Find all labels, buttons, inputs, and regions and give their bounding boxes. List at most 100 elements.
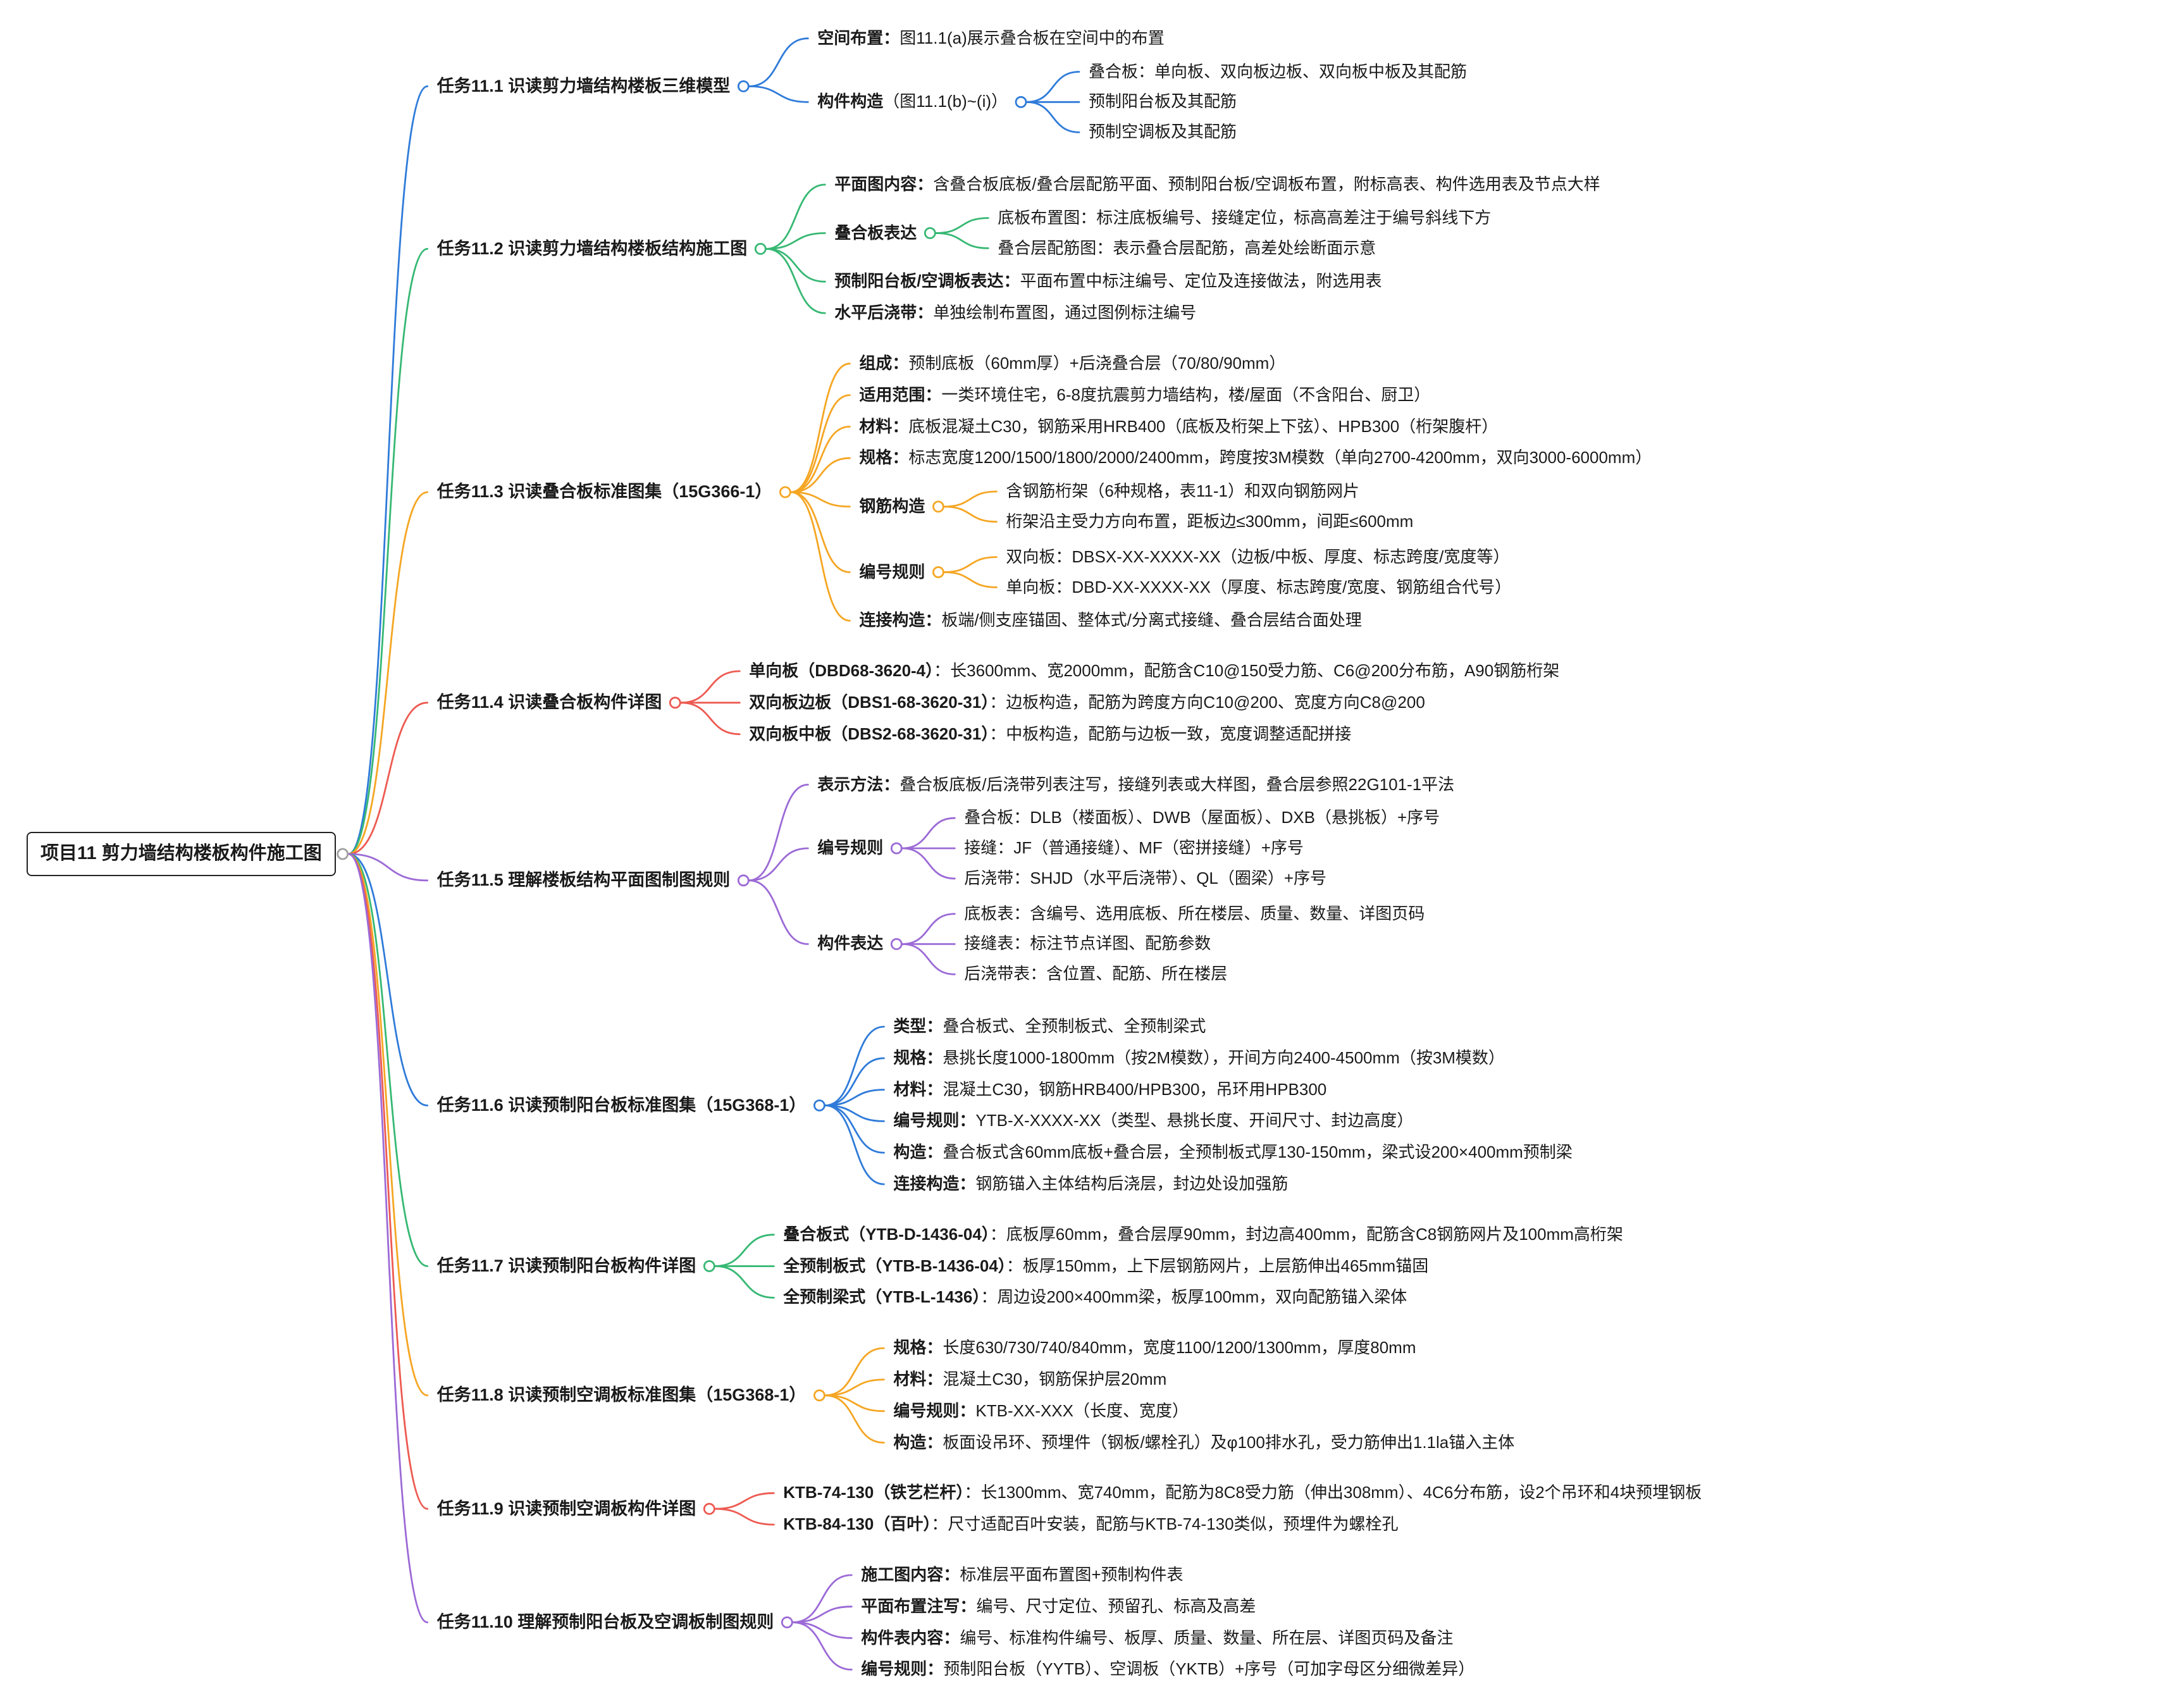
- node-text: 混凝土C30，钢筋保护层20mm: [943, 1370, 1167, 1389]
- node-text: 后浇带表：含位置、配筋、所在楼层: [964, 964, 1228, 984]
- task-node[interactable]: 任务11.10 理解预制阳台板及空调板制图规则: [431, 1609, 781, 1636]
- mindmap-row: 预制空调板及其配筋: [1082, 119, 1473, 145]
- leaf-node[interactable]: 底板表：含编号、选用底板、所在楼层、质量、数量、详图页码: [958, 901, 1431, 927]
- leaf-node[interactable]: 规格：长度630/730/740/840mm，宽度1100/1200/1300m…: [887, 1335, 1422, 1361]
- leaf-node[interactable]: 连接构造：板端/侧支座锚固、整体式/分离式接缝、叠合层结合面处理: [853, 607, 1368, 634]
- topic-node[interactable]: 编号规则: [811, 835, 889, 862]
- mindmap-row: 全预制板式（YTB-B-1436-04）：板厚150mm，上下层钢筋网片，上层筋…: [777, 1253, 1629, 1280]
- node-title: KTB-84-130（百叶）: [783, 1514, 932, 1534]
- leaf-node[interactable]: 叠合板：单向板、双向板边板、双向板中板及其配筋: [1082, 59, 1473, 85]
- node-text: ：板厚150mm，上下层钢筋网片，上层筋伸出465mm锚固: [1006, 1256, 1429, 1275]
- node-text: ：长3600mm、宽2000mm，配筋含C10@150受力筋、C6@200分布筋…: [934, 661, 1560, 681]
- task-node[interactable]: 任务11.6 识读预制阳台板标准图集（15G368-1）: [431, 1092, 813, 1119]
- task-node[interactable]: 任务11.1 识读剪力墙结构楼板三维模型: [431, 73, 737, 100]
- leaf-node[interactable]: 施工图内容：标准层平面布置图+预制构件表: [855, 1562, 1189, 1588]
- node-text: ：周边设200×400mm梁，板厚100mm，双向配筋锚入梁体: [980, 1287, 1407, 1307]
- leaf-node[interactable]: 类型：叠合板式、全预制板式、全预制梁式: [887, 1013, 1212, 1040]
- leaf-node[interactable]: 材料：底板混凝土C30，钢筋采用HRB400（底板及桁架上下弦）、HPB300（…: [853, 414, 1504, 440]
- node-text: 接缝：JF（普通接缝）、MF（密拼接缝）+序号: [964, 838, 1304, 858]
- leaf-node[interactable]: 构件表内容：编号、标准构件编号、板厚、质量、数量、所在层、详图页码及备注: [855, 1625, 1459, 1652]
- task-node[interactable]: 任务11.5 理解楼板结构平面图制图规则: [431, 867, 737, 894]
- leaf-node[interactable]: 表示方法：叠合板底板/后浇带列表注写，接缝列表或大样图，叠合层参照22G101-…: [811, 772, 1461, 798]
- leaf-node[interactable]: KTB-84-130（百叶）：尺寸适配百叶安装，配筋与KTB-74-130类似，…: [777, 1511, 1404, 1538]
- leaf-node[interactable]: 双向板中板（DBS2-68-3620-31）：中板构造，配筋与边板一致，宽度调整…: [743, 721, 1357, 748]
- node-text: ：边板构造，配筋为跨度方向C10@200、宽度方向C8@200: [989, 692, 1425, 712]
- leaf-node[interactable]: 规格：悬挑长度1000-1800mm（按2M模数），开间方向2400-4500m…: [887, 1045, 1511, 1072]
- task-node[interactable]: 任务11.2 识读剪力墙结构楼板结构施工图: [431, 235, 754, 263]
- leaf-node[interactable]: 单向板（DBD68-3620-4）：长3600mm、宽2000mm，配筋含C10…: [743, 658, 1566, 684]
- mindmap-row: 底板布置图：标注底板编号、接缝定位，标高高差注于编号斜线下方: [991, 205, 1497, 232]
- leaf-node[interactable]: 材料：混凝土C30，钢筋保护层20mm: [887, 1366, 1173, 1393]
- mindmap-row: 表示方法：叠合板底板/后浇带列表注写，接缝列表或大样图，叠合层参照22G101-…: [811, 772, 1461, 798]
- node-title: 预制阳台板/空调板表达：: [834, 271, 1020, 291]
- task-node[interactable]: 任务11.3 识读叠合板标准图集（15G366-1）: [431, 478, 779, 505]
- root-node[interactable]: 项目11 剪力墙结构楼板构件施工图: [27, 832, 336, 876]
- leaf-node[interactable]: 预制阳台板/空调板表达：平面布置中标注编号、定位及连接做法，附选用表: [828, 268, 1388, 295]
- mindmap-children-group: 叠合板式（YTB-D-1436-04）：底板厚60mm，叠合层厚90mm，封边高…: [777, 1219, 1629, 1313]
- leaf-node[interactable]: 编号规则：预制阳台板（YYTB）、空调板（YKTB）+序号（可加字母区分细微差异…: [855, 1656, 1481, 1683]
- leaf-node[interactable]: 平面图内容：含叠合板底板/叠合层配筋平面、预制阳台板/空调板布置，附标高表、构件…: [828, 171, 1606, 198]
- leaf-node[interactable]: 叠合板：DLB（楼面板）、DWB（屋面板）、DXB（悬挑板）+序号: [958, 805, 1446, 831]
- node-title: 材料：: [893, 1079, 943, 1099]
- node-title: 任务11.10 理解预制阳台板及空调板制图规则: [436, 1612, 774, 1632]
- leaf-node[interactable]: 适用范围：一类环境住宅，6-8度抗震剪力墙结构，楼/屋面（不含阳台、厨卫）: [853, 382, 1437, 409]
- leaf-node[interactable]: 预制空调板及其配筋: [1082, 119, 1243, 145]
- task-node[interactable]: 任务11.7 识读预制阳台板构件详图: [431, 1253, 703, 1280]
- node-text: 后浇带：SHJD（水平后浇带）、QL（圈梁）+序号: [964, 868, 1327, 888]
- task-node[interactable]: 任务11.4 识读叠合板构件详图: [431, 689, 669, 716]
- leaf-node[interactable]: KTB-74-130（铁艺栏杆）：长1300mm、宽740mm，配筋为8C8受力…: [777, 1480, 1708, 1506]
- leaf-node[interactable]: 单向板：DBD-XX-XXXX-XX（厚度、标志跨度/宽度、钢筋组合代号）: [999, 574, 1518, 601]
- leaf-node[interactable]: 水平后浇带：单独绘制布置图，通过图例标注编号: [828, 300, 1202, 326]
- leaf-node[interactable]: 含钢筋桁架（6种规格，表11-1）和双向钢筋网片: [999, 478, 1366, 505]
- topic-node[interactable]: 叠合板表达: [828, 220, 923, 247]
- leaf-node[interactable]: 编号规则：YTB-X-XXXX-XX（类型、悬挑长度、开间尺寸、封边高度）: [887, 1108, 1419, 1134]
- topic-node[interactable]: 构件表达: [811, 931, 889, 957]
- leaf-node[interactable]: 全预制板式（YTB-B-1436-04）：板厚150mm，上下层钢筋网片，上层筋…: [777, 1253, 1435, 1280]
- mindmap-row: 构件表达 底板表：含编号、选用底板、所在楼层、质量、数量、详图页码接缝表：标注节点…: [811, 899, 1461, 989]
- leaf-node[interactable]: 构造：板面设吊环、预埋件（钢板/螺栓孔）及φ100排水孔，受力筋伸出1.1la锚…: [887, 1430, 1521, 1456]
- leaf-node[interactable]: 接缝表：标注节点详图、配筋参数: [958, 931, 1217, 957]
- topic-node[interactable]: 编号规则: [853, 559, 931, 586]
- node-text: 底板混凝土C30，钢筋采用HRB400（底板及桁架上下弦）、HPB300（桁架腹…: [908, 416, 1499, 436]
- topic-node[interactable]: 钢筋构造: [853, 493, 931, 520]
- mindmap-row: 材料：底板混凝土C30，钢筋采用HRB400（底板及桁架上下弦）、HPB300（…: [853, 414, 1658, 440]
- mindmap-row: 项目11 剪力墙结构楼板构件施工图 任务11.1 识读剪力墙结构楼板三维模型 空间布…: [27, 13, 1708, 1695]
- leaf-node[interactable]: 全预制梁式（YTB-L-1436）：周边设200×400mm梁，板厚100mm，…: [777, 1284, 1413, 1311]
- mindmap-row: 组成：预制底板（60mm厚）+后浇叠合层（70/80/90mm）: [853, 350, 1658, 377]
- leaf-node[interactable]: 底板布置图：标注底板编号、接缝定位，标高高差注于编号斜线下方: [991, 205, 1497, 232]
- task-node[interactable]: 任务11.8 识读预制空调板标准图集（15G368-1）: [431, 1382, 813, 1409]
- leaf-node[interactable]: 构造：叠合板式含60mm底板+叠合层，全预制板式厚130-150mm，梁式设20…: [887, 1139, 1578, 1166]
- leaf-node[interactable]: 双向板：DBSX-XX-XXXX-XX（边板/中板、厚度、标志跨度/宽度等）: [999, 544, 1516, 571]
- leaf-node[interactable]: 叠合板式（YTB-D-1436-04）：底板厚60mm，叠合层厚90mm，封边高…: [777, 1222, 1629, 1248]
- node-text: 预制阳台板及其配筋: [1089, 92, 1237, 111]
- leaf-node[interactable]: 材料：混凝土C30，钢筋HRB400/HPB300，吊环用HPB300: [887, 1077, 1333, 1103]
- mindmap-row: 类型：叠合板式、全预制板式、全预制梁式: [887, 1013, 1578, 1040]
- topic-node[interactable]: 构件构造（图11.1(b)~(i)）: [811, 89, 1014, 115]
- mindmap-row: 编号规则：KTB-XX-XXX（长度、宽度）: [887, 1398, 1521, 1425]
- leaf-node[interactable]: 规格：标志宽度1200/1500/1800/2000/2400mm，跨度按3M模…: [853, 445, 1658, 471]
- leaf-node[interactable]: 后浇带：SHJD（水平后浇带）、QL（圈梁）+序号: [958, 865, 1333, 892]
- node-title: 任务11.6 识读预制阳台板标准图集（15G368-1）: [436, 1095, 807, 1115]
- leaf-node[interactable]: 后浇带表：含位置、配筋、所在楼层: [958, 961, 1233, 987]
- leaf-node[interactable]: 预制阳台板及其配筋: [1082, 89, 1243, 115]
- node-title: 编号规则：: [893, 1401, 976, 1420]
- mindmap-row: 接缝表：标注节点详图、配筋参数: [958, 931, 1431, 957]
- mindmap-row: 施工图内容：标准层平面布置图+预制构件表: [855, 1562, 1481, 1588]
- leaf-node[interactable]: 平面布置注写：编号、尺寸定位、预留孔、标高及高差: [855, 1594, 1262, 1620]
- mindmap-row: 连接构造：钢筋锚入主体结构后浇层，封边处设加强筋: [887, 1171, 1578, 1197]
- leaf-node[interactable]: 叠合层配筋图：表示叠合层配筋，高差处绘断面示意: [991, 235, 1382, 262]
- node-title: 构造：: [893, 1142, 943, 1162]
- leaf-node[interactable]: 双向板边板（DBS1-68-3620-31）：边板构造，配筋为跨度方向C10@2…: [743, 690, 1431, 716]
- task-node[interactable]: 任务11.9 识读预制空调板构件详图: [431, 1495, 703, 1523]
- leaf-node[interactable]: 组成：预制底板（60mm厚）+后浇叠合层（70/80/90mm）: [853, 350, 1292, 377]
- mindmap-row: 构件表内容：编号、标准构件编号、板厚、质量、数量、所在层、详图页码及备注: [855, 1625, 1481, 1652]
- leaf-node[interactable]: 空间布置：图11.1(a)展示叠合板在空间中的布置: [811, 25, 1170, 52]
- mindmap-row: 连接构造：板端/侧支座锚固、整体式/分离式接缝、叠合层结合面处理: [853, 607, 1658, 634]
- node-text: 桁架沿主受力方向布置，距板边≤300mm，间距≤600mm: [1006, 511, 1414, 531]
- leaf-node[interactable]: 接缝：JF（普通接缝）、MF（密拼接缝）+序号: [958, 835, 1310, 862]
- leaf-node[interactable]: 编号规则：KTB-XX-XXX（长度、宽度）: [887, 1398, 1195, 1425]
- leaf-node[interactable]: 桁架沿主受力方向布置，距板边≤300mm，间距≤600mm: [999, 509, 1419, 535]
- leaf-node[interactable]: 连接构造：钢筋锚入主体结构后浇层，封边处设加强筋: [887, 1171, 1294, 1197]
- node-text: 标志宽度1200/1500/1800/2000/2400mm，跨度按3M模数（单…: [908, 448, 1652, 467]
